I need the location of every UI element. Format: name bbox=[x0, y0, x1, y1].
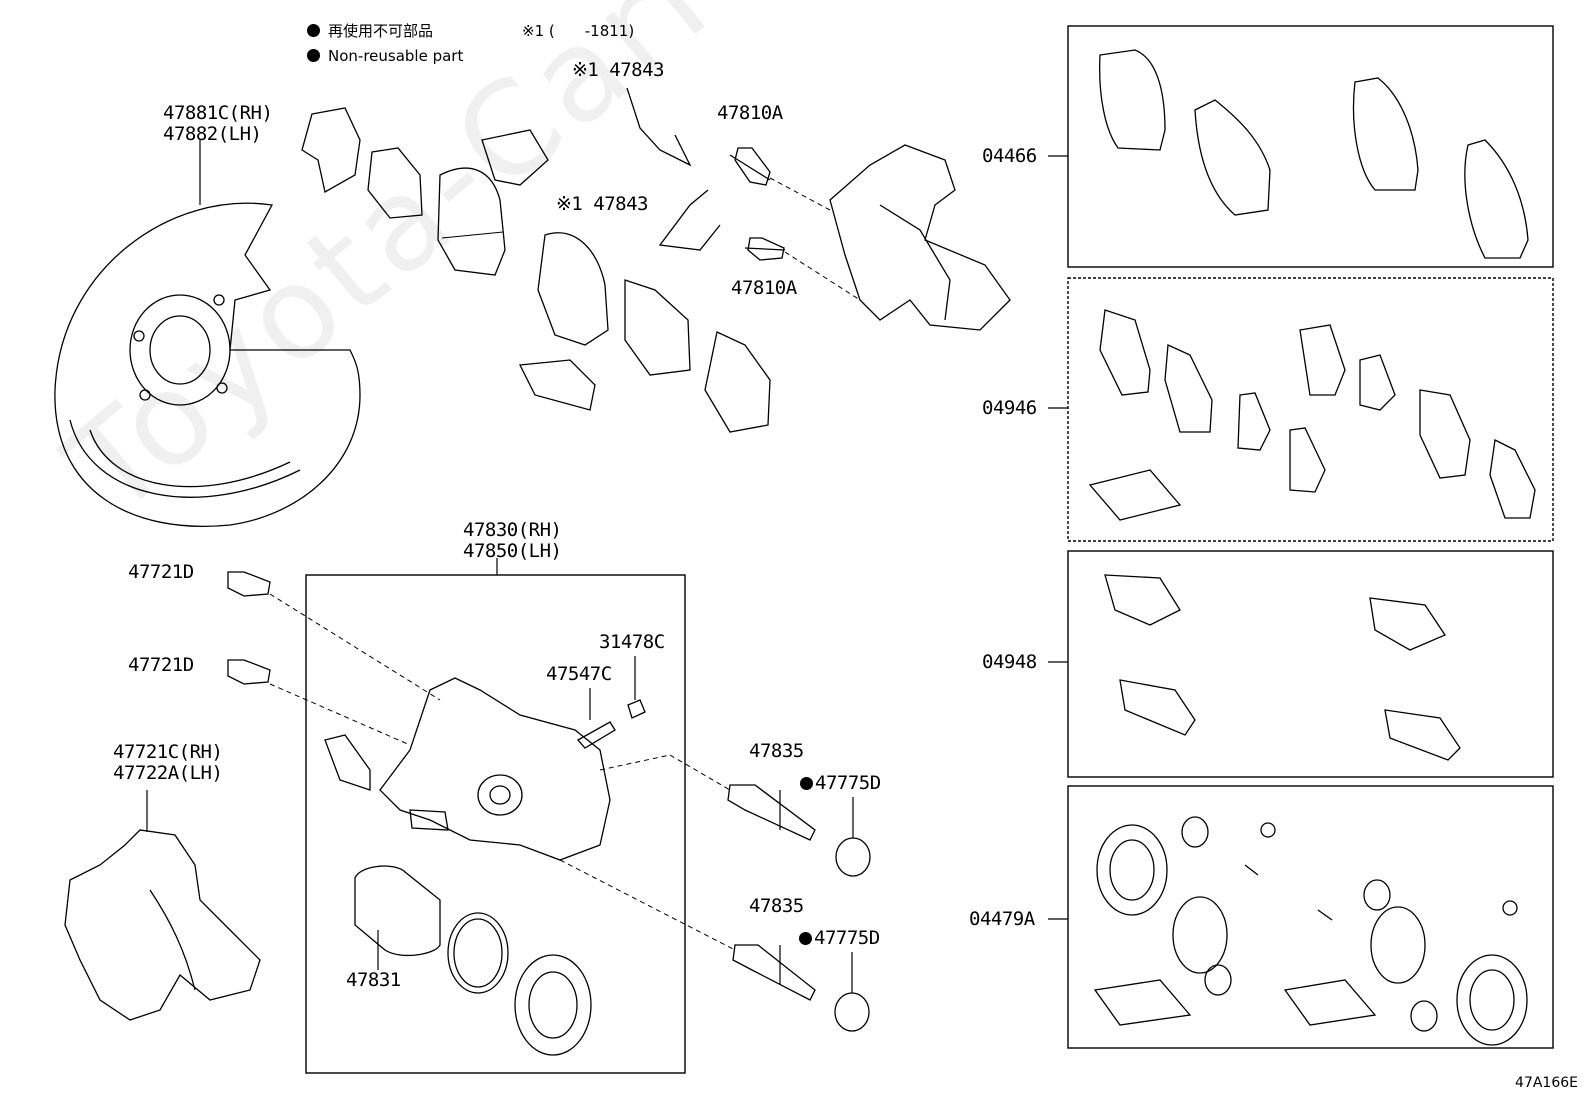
bleeder-and-cap bbox=[576, 656, 646, 749]
legend-jp-text: 再使用不可部品 bbox=[328, 22, 434, 40]
label-boot-1-text: 47775D bbox=[815, 772, 881, 794]
label-kit-seal[interactable]: 04479A bbox=[969, 908, 1035, 930]
label-kit-clips[interactable]: 04948 bbox=[982, 651, 1037, 673]
legend-en-text: Non-reusable part bbox=[328, 47, 464, 65]
caliper-group-box bbox=[305, 574, 686, 1074]
label-bolt-2[interactable]: 47721D bbox=[128, 654, 194, 676]
label-caliper-mount[interactable]: 47721C(RH) 47722A(LH) bbox=[113, 741, 223, 784]
mount-bolts bbox=[227, 571, 441, 746]
kit-box-clips bbox=[1067, 550, 1554, 778]
label-bleeder[interactable]: 47547C bbox=[546, 663, 612, 685]
kit-shims-contents bbox=[1088, 309, 1536, 521]
label-piston[interactable]: 47831 bbox=[346, 969, 401, 991]
legend-note: ※1 ( -1811) bbox=[522, 22, 635, 40]
kit-pads-contents bbox=[1099, 49, 1529, 259]
piston-and-seals bbox=[354, 865, 592, 1056]
label-cap[interactable]: 31478C bbox=[599, 631, 665, 653]
legend-jp: 再使用不可部品 bbox=[307, 20, 433, 41]
kit-seal-contents bbox=[1093, 816, 1528, 1046]
diagram-code: 47A166E bbox=[1515, 1075, 1578, 1091]
guide-pins bbox=[727, 784, 871, 1032]
label-boot-2[interactable]: 47775D bbox=[799, 928, 880, 949]
kit-box-seal bbox=[1067, 785, 1554, 1049]
label-dust-shield[interactable]: 47881C(RH) 47882(LH) bbox=[163, 102, 273, 145]
nonreusable-dot-icon bbox=[307, 24, 320, 37]
kit-clips-contents bbox=[1104, 574, 1461, 761]
nonreusable-dot-icon bbox=[799, 932, 812, 945]
kit-box-shims bbox=[1067, 277, 1554, 542]
dust-shield bbox=[54, 140, 361, 527]
label-bolt-top[interactable]: 47810A bbox=[717, 102, 783, 124]
label-bolt-1[interactable]: 47721D bbox=[128, 561, 194, 583]
label-clip-a[interactable]: ※1 47843 bbox=[572, 59, 665, 81]
label-pin-1[interactable]: 47835 bbox=[749, 740, 804, 762]
label-kit-shims[interactable]: 04946 bbox=[982, 397, 1037, 419]
label-caliper[interactable]: 47830(RH) 47850(LH) bbox=[463, 519, 562, 562]
caliper-mount bbox=[64, 790, 261, 1021]
legend-en: Non-reusable part bbox=[307, 47, 463, 65]
kit-leaders bbox=[496, 155, 1068, 920]
top-pads-shims bbox=[301, 87, 771, 433]
label-boot-1[interactable]: 47775D bbox=[800, 773, 881, 794]
nonreusable-dot-icon bbox=[800, 777, 813, 790]
label-clip-b[interactable]: ※1 47843 bbox=[556, 193, 649, 215]
label-boot-2-text: 47775D bbox=[814, 927, 880, 949]
upper-caliper-mount bbox=[729, 144, 1011, 331]
label-pin-2[interactable]: 47835 bbox=[749, 895, 804, 917]
label-bolt-mid[interactable]: 47810A bbox=[731, 277, 797, 299]
label-kit-pads[interactable]: 04466 bbox=[982, 145, 1037, 167]
caliper-body bbox=[324, 677, 736, 951]
nonreusable-dot-icon bbox=[307, 49, 320, 62]
kit-box-pads bbox=[1067, 25, 1554, 268]
